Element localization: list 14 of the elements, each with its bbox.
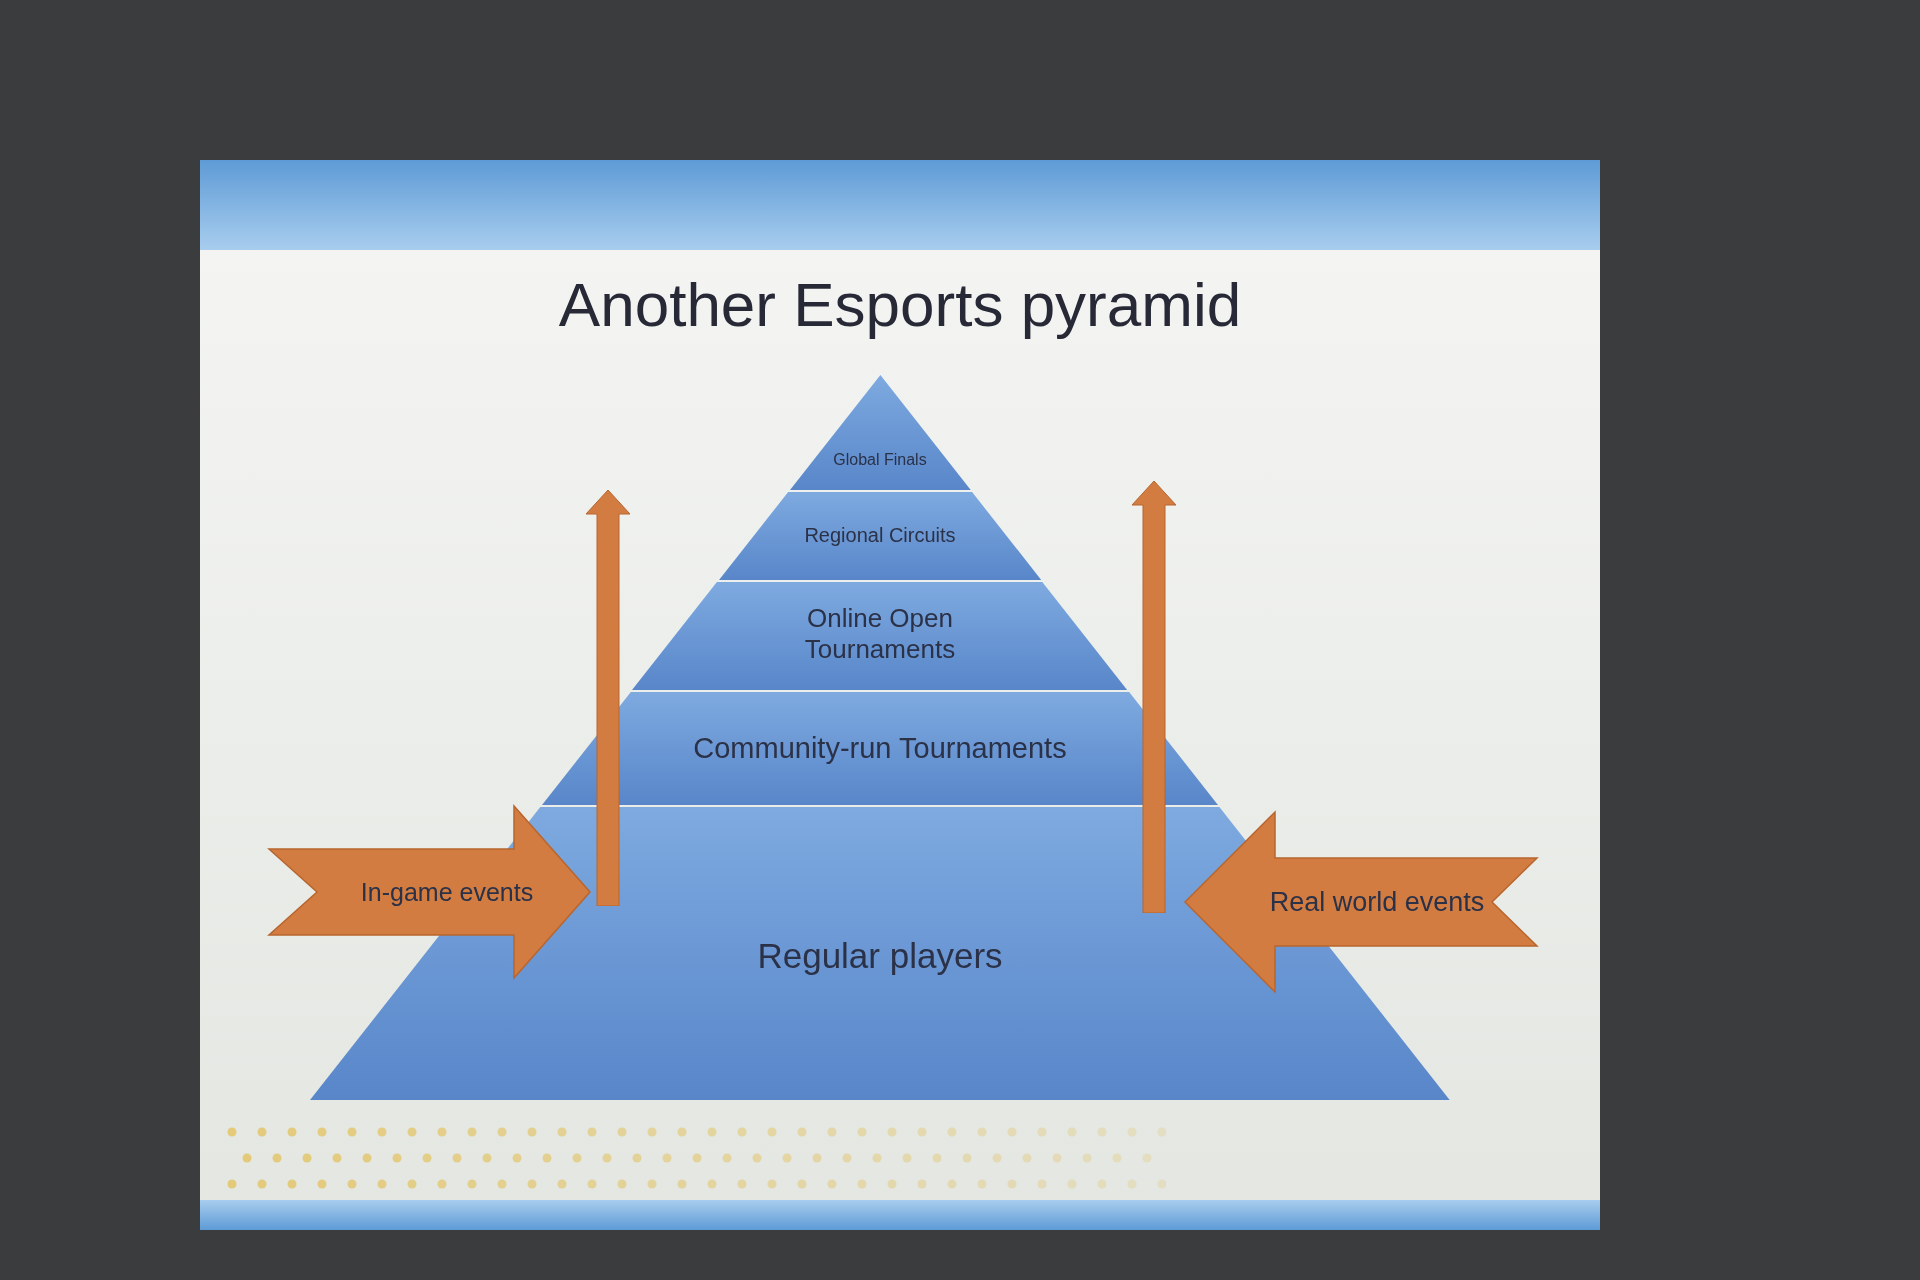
block-arrow — [269, 806, 590, 978]
arrow-label: Real world events — [1269, 885, 1485, 919]
arrow-label: In-game events — [360, 877, 534, 907]
tier-label: Community-run Tournaments — [693, 730, 1067, 766]
pyramid-tier — [542, 692, 1218, 805]
slide-title: Another Esports pyramid — [558, 269, 1242, 341]
tier-label: Global Finals — [833, 450, 927, 470]
pyramid-tier — [789, 375, 971, 490]
pyramid-tier — [632, 582, 1128, 690]
tier-label: Regular players — [757, 935, 1003, 977]
tier-label: Regional Circuits — [804, 523, 956, 547]
block-arrow — [1185, 812, 1537, 992]
tier-label: Online Open Tournaments — [803, 602, 957, 666]
pyramid-tier — [718, 492, 1042, 580]
